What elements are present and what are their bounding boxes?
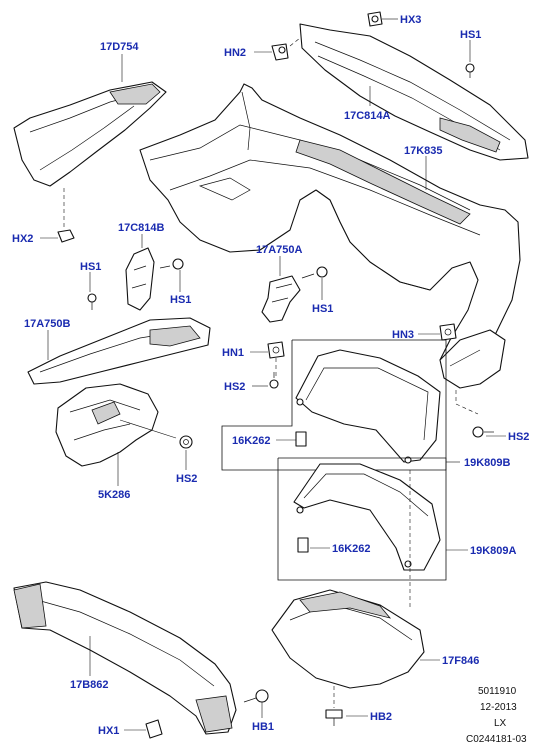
- screw-hs2-mid: [269, 372, 279, 389]
- label-hx3: HX3: [400, 14, 421, 26]
- part-17c814a-reinforcement: [299, 23, 529, 161]
- label-hn2: HN2: [224, 47, 246, 59]
- label-17a750a: 17A750A: [256, 244, 303, 256]
- part-17c814b-bracket: [125, 247, 155, 311]
- label-hs2-left: HS2: [176, 473, 197, 485]
- bolt-hb2: [325, 709, 343, 726]
- label-hn3: HN3: [392, 329, 414, 341]
- label-hx2: HX2: [12, 233, 33, 245]
- label-17b862: 17B862: [70, 679, 109, 691]
- part-right-lower-corner: [439, 329, 506, 389]
- label-17a750b: 17A750B: [24, 318, 71, 330]
- fixing-hn3: [439, 323, 457, 341]
- leader-hs2-right-dash: [455, 390, 479, 415]
- screw-hs1-top: [465, 63, 475, 78]
- label-16k262-top: 16K262: [232, 435, 271, 447]
- nut-hs2-left: [179, 435, 193, 449]
- leader-hn2-dash: [289, 37, 301, 47]
- fixing-hn2: [271, 43, 289, 61]
- label-17c814b: 17C814B: [118, 222, 165, 234]
- label-19k809b: 19K809B: [464, 457, 511, 469]
- clip-hx2: [57, 229, 75, 243]
- part-17k835-bumper-cover: [139, 83, 521, 373]
- part-19k809b-panel: [295, 349, 441, 464]
- label-hs1-top: HS1: [460, 29, 481, 41]
- label-hs2-mid: HS2: [224, 381, 245, 393]
- part-5k286-bracket: [55, 383, 159, 467]
- frame-19k809b: [221, 339, 447, 471]
- label-hb2: HB2: [370, 711, 392, 723]
- push-pin-16k262-top: [295, 431, 307, 447]
- screw-hs1-right: [301, 266, 328, 279]
- part-19k809a-panel: [293, 463, 441, 571]
- part-17a750a-bracket: [261, 275, 301, 323]
- label-17c814a: 17C814A: [344, 110, 391, 122]
- part-17d754-corner-bracket: [13, 81, 167, 187]
- label-hs1-mid: HS1: [170, 294, 191, 306]
- part-17a750b-bracket: [27, 317, 211, 385]
- footer-date: 12-2013: [480, 702, 517, 713]
- label-5k286: 5K286: [98, 489, 130, 501]
- part-17b862-beam: [13, 581, 237, 735]
- clip-hx3: [367, 11, 383, 27]
- bolt-hb1: [243, 689, 269, 703]
- screw-hs1-left: [87, 293, 97, 310]
- footer-model: LX: [494, 718, 507, 729]
- leader-5k286-hs2: [119, 419, 177, 439]
- label-16k262-bot: 16K262: [332, 543, 371, 555]
- footer-drawing: C0244181-03: [466, 734, 527, 745]
- label-19k809a: 19K809A: [470, 545, 517, 557]
- label-17k835: 17K835: [404, 145, 443, 157]
- label-hs1-right: HS1: [312, 303, 333, 315]
- screw-hs1-mid: [159, 258, 184, 270]
- label-hn1: HN1: [222, 347, 244, 359]
- label-17f846: 17F846: [442, 655, 479, 667]
- label-hs1-left: HS1: [80, 261, 101, 273]
- frame-19k809a: [277, 457, 447, 581]
- part-17f846-undertray: [271, 589, 425, 689]
- label-hs2-right: HS2: [508, 431, 529, 443]
- fixing-hn1: [267, 341, 285, 359]
- clip-hx1: [145, 719, 163, 739]
- label-hb1: HB1: [252, 721, 274, 733]
- push-pin-16k262-bot: [297, 537, 309, 553]
- label-hx1: HX1: [98, 725, 119, 737]
- label-17d754: 17D754: [100, 41, 139, 53]
- screw-hs2-right: [472, 426, 494, 438]
- footer-ref: 5011910: [478, 686, 517, 697]
